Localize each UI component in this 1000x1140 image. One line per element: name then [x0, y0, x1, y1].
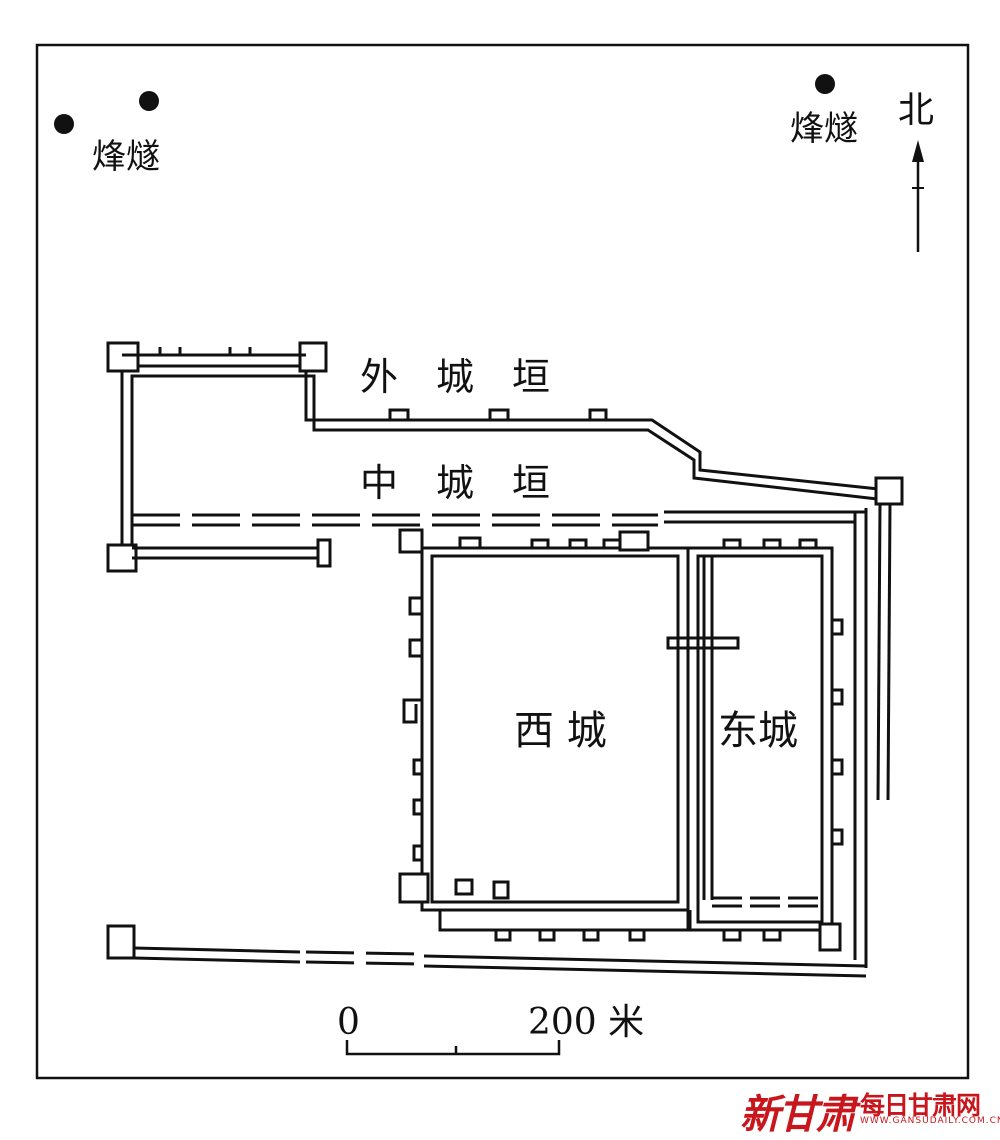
beacon-marker-left-2 [139, 91, 159, 111]
east-city-label: 东城 [718, 708, 798, 754]
west-city-label: 西 城 [514, 708, 607, 754]
south-wall [106, 924, 867, 978]
beacon-label-right: 烽燧 [790, 109, 858, 149]
tower-sw-outer [106, 543, 138, 573]
watermark-site: 每日甘肃网 [860, 1091, 981, 1120]
tower-east [874, 476, 904, 506]
scale-length-label: 200 米 [528, 1002, 644, 1043]
scale-zero-label: 0 [337, 1002, 360, 1043]
east-city-walls [666, 538, 844, 952]
east-wall [853, 503, 892, 968]
north-label: 北 [898, 90, 934, 131]
watermark-brand: 新甘肃 [740, 1091, 856, 1138]
map-frame [35, 43, 970, 1080]
tower-ne-west [298, 341, 328, 373]
cross-wall [666, 636, 740, 650]
beacon-marker-left-1 [54, 114, 74, 134]
beacon-label-left: 烽燧 [92, 137, 160, 177]
beacon-marker-right [815, 74, 835, 94]
middle-wall-label: 中 城 垣 [360, 461, 550, 505]
west-city-walls [398, 528, 692, 942]
scale-bar: 0 200 米 [337, 1002, 644, 1056]
outer-wall-label: 外 城 垣 [360, 355, 550, 399]
watermark-url: WWW.GANSUDAILY.COM.CN [860, 1116, 1000, 1126]
outer-wall [106, 341, 904, 573]
north-arrow-icon [912, 140, 924, 252]
middle-wall [132, 510, 866, 568]
watermark: 新甘肃 每日甘肃网 WWW.GANSUDAILY.COM.CN [740, 1086, 1000, 1138]
tower-nw [106, 341, 140, 373]
